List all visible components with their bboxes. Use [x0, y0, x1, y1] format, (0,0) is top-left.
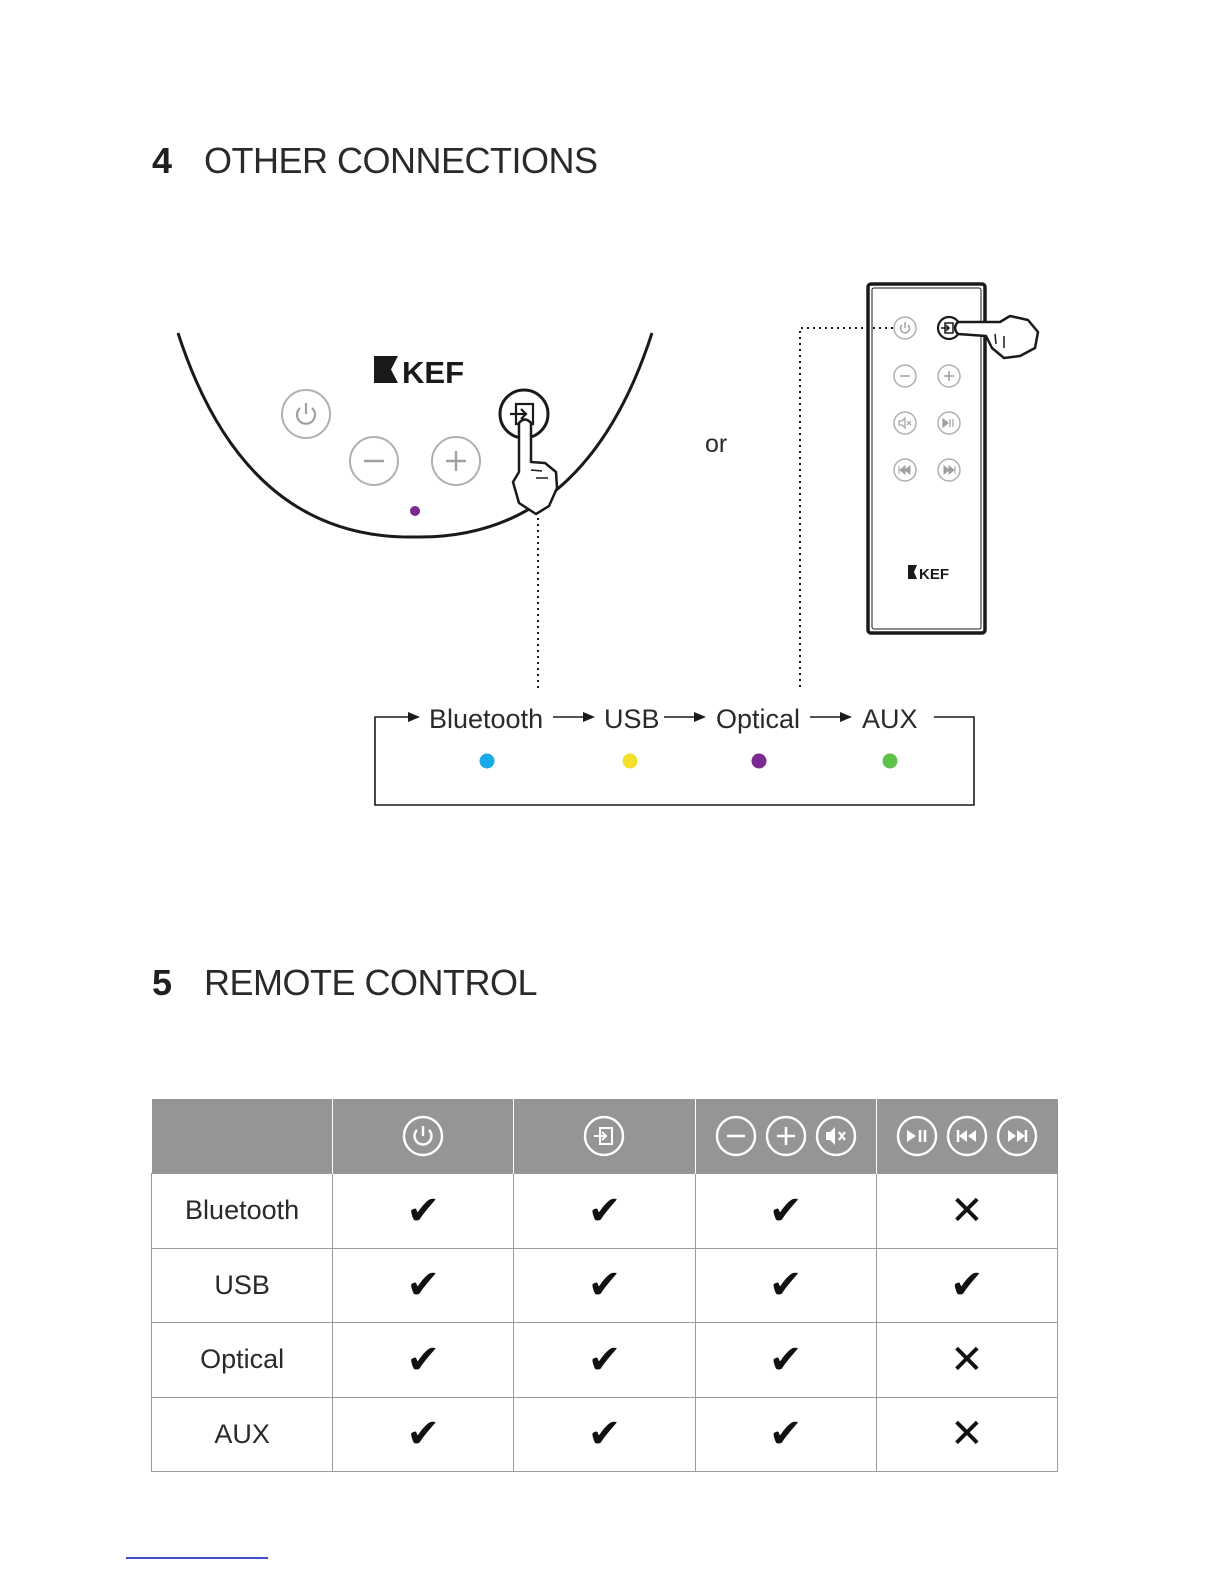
table-row: Bluetooth ✔ ✔ ✔ ✕	[152, 1174, 1058, 1249]
speaker-volume-down-button[interactable]	[350, 437, 398, 485]
remote-compatibility-table: Bluetooth ✔ ✔ ✔ ✕ USB ✔ ✔ ✔ ✔ Optical ✔ …	[151, 1099, 1058, 1472]
check-mark: ✔	[695, 1174, 876, 1249]
table-row: Optical ✔ ✔ ✔ ✕	[152, 1323, 1058, 1398]
check-mark: ✔	[695, 1323, 876, 1398]
power-icon	[402, 1115, 444, 1157]
source-led-optical	[752, 754, 767, 769]
volume-down-icon	[715, 1115, 757, 1157]
remote-logo-text: KEF	[919, 566, 949, 583]
connections-diagram: KEF or	[0, 0, 1224, 900]
source-led-bluetooth	[480, 754, 495, 769]
footer-link-underline	[126, 1557, 268, 1559]
check-mark: ✔	[333, 1248, 514, 1323]
source-label-optical: Optical	[716, 704, 800, 734]
check-mark: ✔	[514, 1248, 695, 1323]
header-blank	[152, 1099, 333, 1174]
check-mark: ✔	[514, 1323, 695, 1398]
previous-track-icon	[946, 1115, 988, 1157]
play-pause-icon	[896, 1115, 938, 1157]
check-mark: ✔	[695, 1397, 876, 1472]
check-mark: ✔	[333, 1323, 514, 1398]
row-label-usb: USB	[152, 1248, 333, 1323]
speaker-status-led	[410, 506, 420, 516]
source-led-usb	[623, 754, 638, 769]
power-icon	[297, 403, 315, 424]
speaker-power-button[interactable]	[282, 390, 330, 438]
header-volume	[695, 1099, 876, 1174]
or-label: or	[705, 430, 727, 458]
next-track-icon	[996, 1115, 1038, 1157]
cross-mark: ✕	[876, 1323, 1057, 1398]
header-power	[333, 1099, 514, 1174]
header-transport	[876, 1099, 1057, 1174]
kef-logo-text: KEF	[402, 355, 464, 390]
check-mark: ✔	[333, 1397, 514, 1472]
cross-mark: ✕	[876, 1397, 1057, 1472]
source-label-aux: AUX	[862, 704, 918, 734]
check-mark: ✔	[876, 1248, 1057, 1323]
source-cycle: Bluetooth USB Optical AUX	[375, 704, 974, 805]
row-label-aux: AUX	[152, 1397, 333, 1472]
row-label-bluetooth: Bluetooth	[152, 1174, 333, 1249]
table-row: USB ✔ ✔ ✔ ✔	[152, 1248, 1058, 1323]
plus-icon	[446, 451, 466, 471]
input-icon	[583, 1115, 625, 1157]
mute-icon	[815, 1115, 857, 1157]
source-label-usb: USB	[604, 704, 660, 734]
speaker-volume-up-button[interactable]	[432, 437, 480, 485]
header-input	[514, 1099, 695, 1174]
source-label-bluetooth: Bluetooth	[429, 704, 543, 734]
source-led-aux	[883, 754, 898, 769]
section-title: REMOTE CONTROL	[204, 962, 537, 1003]
section-number: 5	[152, 962, 204, 1004]
row-label-optical: Optical	[152, 1323, 333, 1398]
check-mark: ✔	[514, 1397, 695, 1472]
check-mark: ✔	[514, 1174, 695, 1249]
check-mark: ✔	[333, 1174, 514, 1249]
cross-mark: ✕	[876, 1174, 1057, 1249]
check-mark: ✔	[695, 1248, 876, 1323]
volume-up-icon	[765, 1115, 807, 1157]
table-row: AUX ✔ ✔ ✔ ✕	[152, 1397, 1058, 1472]
table-header-row	[152, 1099, 1058, 1174]
kef-logo: KEF	[374, 355, 464, 390]
